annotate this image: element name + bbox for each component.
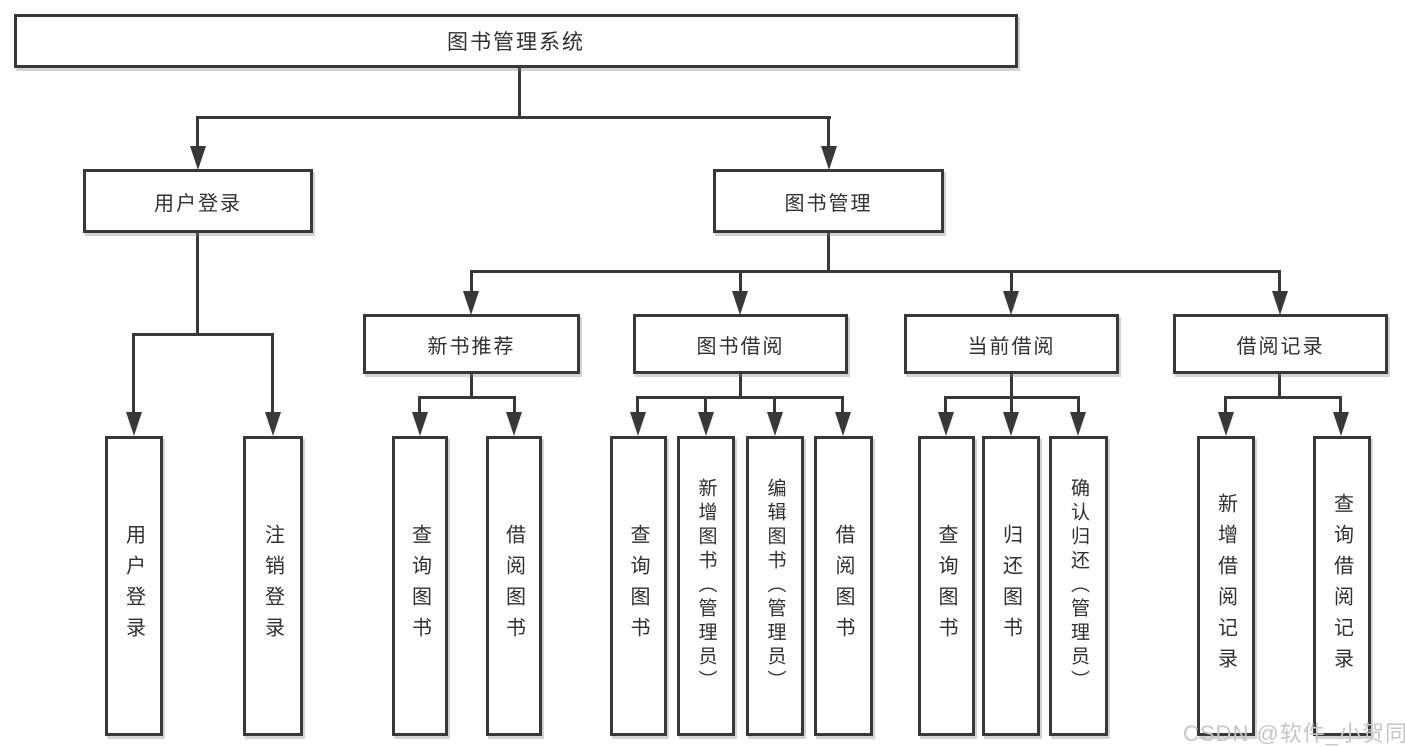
leaf-query-borrow-record: 查询借阅记录: [1313, 436, 1371, 736]
csdn-watermark: CSDN @软件_小贺同学: [1183, 721, 1405, 746]
connector-line: [513, 396, 516, 412]
node-root: 图书管理系统: [14, 14, 1018, 68]
connector-line: [197, 116, 831, 119]
node-user-login-label: 用户登录: [154, 192, 242, 215]
arrowhead-down-icon: [1070, 412, 1086, 436]
node-borrow-records: 借阅记录: [1173, 314, 1388, 374]
connector-line: [704, 396, 707, 412]
arrowhead-down-icon: [190, 146, 206, 170]
connector-line: [418, 396, 421, 412]
connector-line: [196, 233, 199, 335]
connector-line: [636, 396, 844, 399]
connector-line: [739, 374, 742, 398]
connector-line: [418, 396, 516, 399]
connector-line: [739, 270, 742, 291]
arrowhead-down-icon: [265, 412, 281, 436]
connector-line: [1339, 396, 1342, 412]
arrowhead-down-icon: [698, 412, 714, 436]
leaf-current-query-books-label: 查询图书: [935, 524, 957, 648]
arrowhead-down-icon: [938, 412, 954, 436]
node-current-borrow-label: 当前借阅: [967, 335, 1056, 358]
connector-line: [1077, 396, 1080, 412]
leaf-logout-label: 注销登录: [261, 524, 284, 648]
leaf-edit-books-admin: 编辑图书（管理员）: [746, 436, 804, 736]
arrowhead-down-icon: [463, 291, 479, 315]
connector-line: [1224, 396, 1227, 412]
leaf-borrow-books: 借阅图书: [814, 436, 873, 736]
connector-line: [1010, 396, 1013, 412]
node-root-label: 图书管理系统: [447, 31, 585, 54]
leaf-confirm-return-admin: 确认归还（管理员）: [1049, 436, 1108, 736]
arrowhead-down-icon: [821, 146, 837, 170]
node-new-book-recommend: 新书推荐: [363, 314, 580, 374]
connector-line: [1278, 374, 1281, 398]
leaf-recommend-query-books: 查询图书: [392, 436, 448, 736]
leaf-return-books-label: 归还图书: [999, 524, 1022, 648]
leaf-borrow-query-books: 查询图书: [610, 436, 667, 736]
leaf-add-books-admin-label: 新增图书（管理员）: [695, 478, 717, 694]
arrowhead-down-icon: [1272, 291, 1288, 315]
connector-line: [132, 333, 135, 412]
leaf-user-login-label: 用户登录: [122, 524, 145, 648]
arrowhead-down-icon: [767, 412, 783, 436]
arrowhead-down-icon: [1218, 412, 1234, 436]
leaf-recommend-query-books-label: 查询图书: [408, 524, 431, 648]
leaf-borrow-books-label: 借阅图书: [832, 524, 854, 648]
node-current-borrow: 当前借阅: [904, 314, 1119, 374]
connector-line: [470, 270, 473, 291]
node-new-book-recommend-label: 新书推荐: [427, 335, 516, 358]
leaf-edit-books-admin-label: 编辑图书（管理员）: [764, 478, 786, 694]
arrowhead-down-icon: [1003, 291, 1019, 315]
node-user-login: 用户登录: [83, 169, 313, 233]
connector-line: [518, 68, 521, 118]
leaf-query-borrow-record-label: 查询借阅记录: [1330, 493, 1353, 679]
arrowhead-down-icon: [126, 412, 142, 436]
leaf-recommend-borrow-books-label: 借阅图书: [502, 524, 525, 648]
node-book-management: 图书管理: [713, 169, 944, 233]
connector-line: [271, 333, 274, 412]
connector-line: [1010, 270, 1013, 291]
connector-line: [827, 116, 830, 146]
connector-line: [841, 396, 844, 412]
arrowhead-down-icon: [412, 412, 428, 436]
node-book-borrow-label: 图书借阅: [696, 335, 785, 358]
connector-line: [196, 116, 199, 146]
connector-line: [773, 396, 776, 412]
arrowhead-down-icon: [1003, 412, 1019, 436]
arrowhead-down-icon: [835, 412, 851, 436]
leaf-user-login: 用户登录: [105, 436, 163, 736]
leaf-add-borrow-record-label: 新增借阅记录: [1214, 493, 1237, 679]
arrowhead-down-icon: [1333, 412, 1349, 436]
leaf-borrow-query-books-label: 查询图书: [627, 524, 649, 648]
connector-line: [1010, 374, 1013, 398]
leaf-confirm-return-admin-label: 确认归还（管理员）: [1068, 478, 1089, 694]
connector-line: [827, 233, 830, 272]
connector-line: [1278, 270, 1281, 291]
leaf-logout: 注销登录: [243, 436, 303, 736]
node-borrow-records-label: 借阅记录: [1236, 335, 1325, 358]
node-book-management-label: 图书管理: [784, 192, 873, 215]
connector-line: [1224, 396, 1342, 399]
arrowhead-down-icon: [732, 291, 748, 315]
connector-line: [636, 396, 639, 412]
connector-line: [944, 396, 947, 412]
arrowhead-down-icon: [506, 412, 522, 436]
connector-line: [470, 270, 1281, 273]
leaf-return-books: 归还图书: [982, 436, 1040, 736]
arrowhead-down-icon: [630, 412, 646, 436]
leaf-current-query-books: 查询图书: [918, 436, 975, 736]
connector-line: [132, 333, 274, 336]
leaf-add-borrow-record: 新增借阅记录: [1197, 436, 1255, 736]
leaf-recommend-borrow-books: 借阅图书: [486, 436, 542, 736]
leaf-add-books-admin: 新增图书（管理员）: [677, 436, 735, 736]
node-book-borrow: 图书借阅: [633, 314, 848, 374]
connector-line: [470, 374, 473, 398]
